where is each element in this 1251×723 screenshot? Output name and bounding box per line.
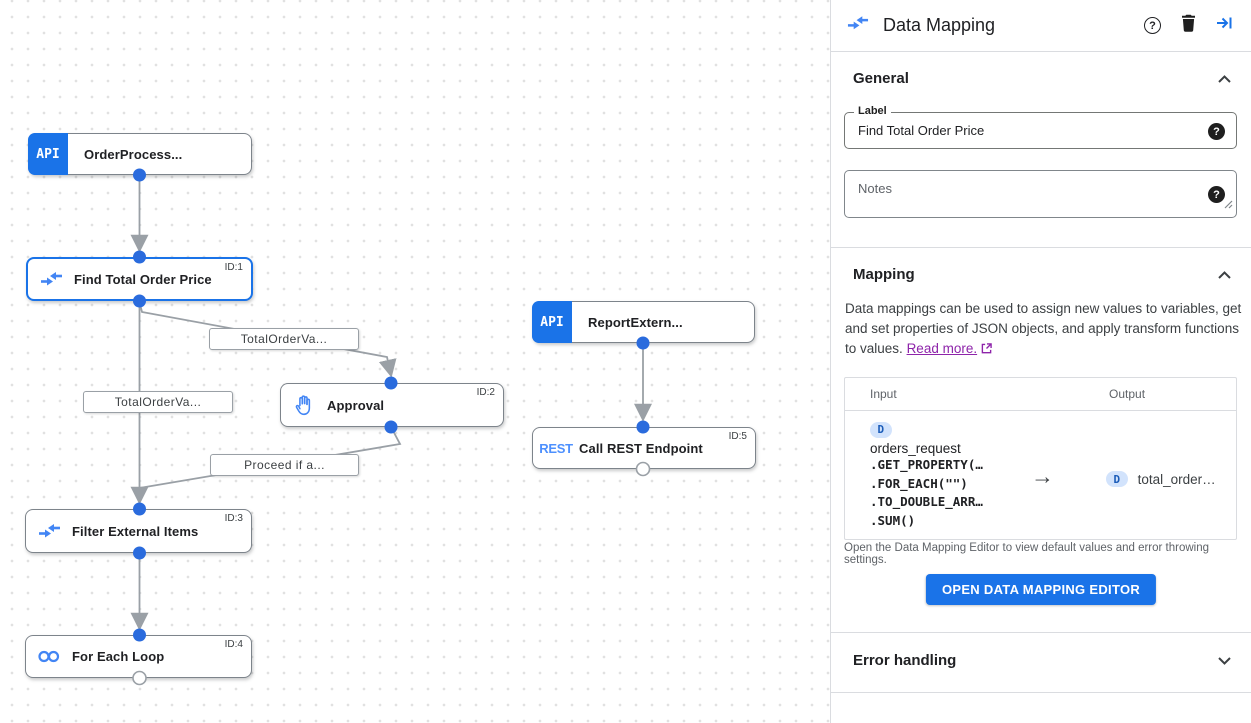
node-approval[interactable]: Approval ID:2 — [280, 383, 504, 427]
section-error-handling-title: Error handling — [853, 652, 957, 669]
node-report-extern-trigger[interactable]: API ReportExtern... — [532, 301, 755, 343]
data-mapping-icon — [847, 15, 869, 36]
edges-layer — [130, 175, 652, 631]
edge-label-total-order-1[interactable]: TotalOrderVa... — [209, 328, 359, 350]
output-variable-name: total_order… — [1137, 471, 1216, 487]
node-order-process-trigger[interactable]: API OrderProcess... — [28, 133, 252, 175]
node-for-each-loop[interactable]: For Each Loop ID:4 — [25, 635, 252, 678]
rest-task-icon: REST — [539, 440, 573, 456]
section-general[interactable]: General — [853, 70, 1231, 87]
panel-title: Data Mapping — [883, 15, 996, 35]
read-more-link[interactable]: Read more. — [906, 341, 978, 356]
node-filter-external-items[interactable]: Filter External Items ID:3 — [25, 509, 252, 553]
divider — [831, 692, 1251, 693]
label-field-value[interactable]: Find Total Order Price — [858, 123, 985, 138]
transform-line: .FOR_EACH("") — [870, 475, 968, 491]
node-title: Approval — [327, 397, 385, 413]
label-field[interactable]: Label Find Total Order Price ? — [844, 105, 1237, 149]
loop-infinity-icon — [26, 650, 72, 663]
section-error-handling[interactable]: Error handling — [853, 652, 1231, 669]
delete-task-icon[interactable] — [1181, 14, 1196, 37]
node-title: Call REST Endpoint — [579, 440, 703, 456]
transform-line: .GET_PROPERTY(… — [870, 457, 983, 472]
double-type-badge: D — [870, 421, 892, 438]
data-mapping-icon — [28, 271, 74, 287]
node-title: Find Total Order Price — [74, 271, 212, 287]
double-type-badge: D — [1106, 471, 1128, 487]
hand-approval-icon — [281, 394, 327, 416]
chevron-up-icon[interactable] — [1218, 74, 1231, 83]
label-field-label: Label — [854, 105, 891, 117]
api-trigger-badge: API — [532, 301, 572, 343]
input-column-header: Input — [870, 387, 897, 401]
section-general-title: General — [853, 70, 909, 87]
api-trigger-badge: API — [28, 133, 68, 175]
help-icon[interactable]: ? — [1144, 17, 1161, 34]
node-find-total-order-price[interactable]: Find Total Order Price ID:1 — [26, 257, 253, 301]
notes-field[interactable]: Notes ? — [844, 170, 1237, 218]
transform-line: .SUM() — [870, 512, 916, 528]
mapping-editor-caption: Open the Data Mapping Editor to view def… — [844, 542, 1210, 566]
node-id-tag: ID:2 — [476, 387, 495, 398]
resize-handle-icon[interactable] — [1224, 196, 1233, 214]
node-title: OrderProcess... — [84, 146, 183, 162]
notes-placeholder: Notes — [858, 181, 892, 196]
node-id-tag: ID:3 — [224, 513, 243, 524]
mapping-summary-table: Input Output D orders_request .GET_PROPE… — [844, 377, 1237, 540]
section-mapping[interactable]: Mapping — [853, 266, 1231, 283]
flow-canvas[interactable]: API OrderProcess... Find Total Order Pri… — [0, 0, 830, 723]
divider — [831, 632, 1251, 633]
mapping-row[interactable]: D orders_request .GET_PROPERTY(… .FOR_EA… — [845, 411, 1236, 540]
section-mapping-title: Mapping — [853, 266, 915, 283]
transform-line: .TO_DOUBLE_ARR… — [870, 494, 983, 509]
divider — [831, 247, 1251, 248]
panel-header: Data Mapping ? — [831, 0, 1251, 52]
config-panel-data-mapping: Data Mapping ? General — [830, 0, 1251, 723]
node-id-tag: ID:1 — [224, 262, 243, 273]
node-title: For Each Loop — [72, 649, 165, 664]
chevron-down-icon[interactable] — [1218, 656, 1231, 665]
node-call-rest-endpoint[interactable]: REST Call REST Endpoint ID:5 — [532, 427, 756, 469]
open-data-mapping-editor-button[interactable]: OPEN DATA MAPPING EDITOR — [925, 574, 1157, 605]
node-title: Filter External Items — [72, 523, 199, 539]
mapping-table-header: Input Output — [845, 378, 1236, 411]
node-title: ReportExtern... — [588, 314, 683, 330]
help-icon[interactable]: ? — [1208, 123, 1225, 140]
node-id-tag: ID:4 — [224, 639, 243, 650]
node-id-tag: ID:5 — [728, 431, 747, 442]
external-link-icon — [981, 343, 992, 354]
edge-label-proceed-if[interactable]: Proceed if a... — [210, 454, 359, 476]
chevron-up-icon[interactable] — [1218, 270, 1231, 279]
edge-label-total-order-2[interactable]: TotalOrderVa... — [83, 391, 233, 413]
collapse-panel-icon[interactable] — [1216, 15, 1233, 36]
data-mapping-icon — [26, 523, 72, 539]
mapping-arrow-icon: → — [1031, 463, 1054, 489]
output-column-header: Output — [1109, 387, 1146, 401]
input-variable-name: orders_request — [870, 441, 961, 456]
help-icon[interactable]: ? — [1208, 186, 1225, 203]
mapping-description: Data mappings can be used to assign new … — [845, 301, 1242, 356]
